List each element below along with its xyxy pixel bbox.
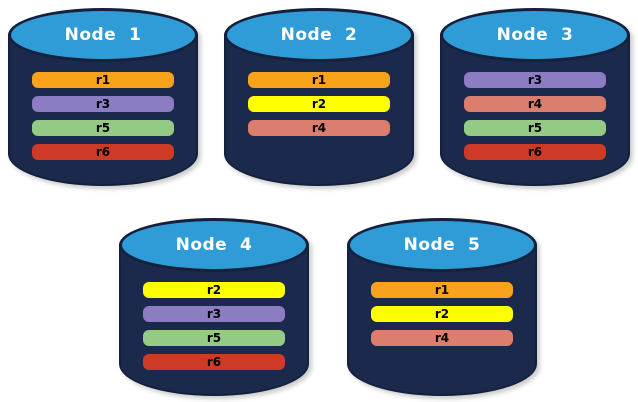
cylinder-top-ellipse: Node 4 — [119, 218, 309, 272]
replica-bar-r6: r6 — [143, 354, 285, 370]
cylinder-top-ellipse: Node 1 — [8, 8, 198, 62]
replica-list: r2 r3 r5 r6 — [119, 282, 309, 370]
database-node-1: Node 1 r1 r3 r5 r6 — [8, 8, 198, 186]
replica-list: r3 r4 r5 r6 — [440, 72, 630, 160]
cylinder-top-ellipse: Node 3 — [440, 8, 630, 62]
node-title: Node 5 — [403, 235, 481, 255]
replica-list: r1 r3 r5 r6 — [8, 72, 198, 160]
replica-bar-r2: r2 — [143, 282, 285, 298]
replica-bar-r1: r1 — [32, 72, 174, 88]
replica-bar-r6: r6 — [32, 144, 174, 160]
replica-list: r1 r2 r4 — [224, 72, 414, 136]
replica-bar-r1: r1 — [371, 282, 513, 298]
replica-bar-r4: r4 — [371, 330, 513, 346]
node-title: Node 4 — [175, 235, 253, 255]
cylinder-top-ellipse: Node 2 — [224, 8, 414, 62]
replica-bar-r5: r5 — [143, 330, 285, 346]
node-title: Node 1 — [64, 25, 142, 45]
replica-bar-r4: r4 — [248, 120, 390, 136]
replica-bar-r2: r2 — [248, 96, 390, 112]
replica-bar-r2: r2 — [371, 306, 513, 322]
node-row-bottom: Node 4 r2 r3 r5 r6 Node 5 r1 r2 r4 — [9, 218, 638, 396]
replica-bar-r3: r3 — [464, 72, 606, 88]
replica-bar-r5: r5 — [32, 120, 174, 136]
replica-bar-r3: r3 — [143, 306, 285, 322]
replica-bar-r1: r1 — [248, 72, 390, 88]
replica-bar-r4: r4 — [464, 96, 606, 112]
database-node-4: Node 4 r2 r3 r5 r6 — [119, 218, 309, 396]
replica-bar-r5: r5 — [464, 120, 606, 136]
database-node-2: Node 2 r1 r2 r4 — [224, 8, 414, 186]
replica-bar-r6: r6 — [464, 144, 606, 160]
replica-bar-r3: r3 — [32, 96, 174, 112]
database-node-3: Node 3 r3 r4 r5 r6 — [440, 8, 630, 186]
cylinder-top-ellipse: Node 5 — [347, 218, 537, 272]
database-node-5: Node 5 r1 r2 r4 — [347, 218, 537, 396]
node-title: Node 2 — [280, 25, 358, 45]
node-title: Node 3 — [496, 25, 574, 45]
replica-list: r1 r2 r4 — [347, 282, 537, 346]
